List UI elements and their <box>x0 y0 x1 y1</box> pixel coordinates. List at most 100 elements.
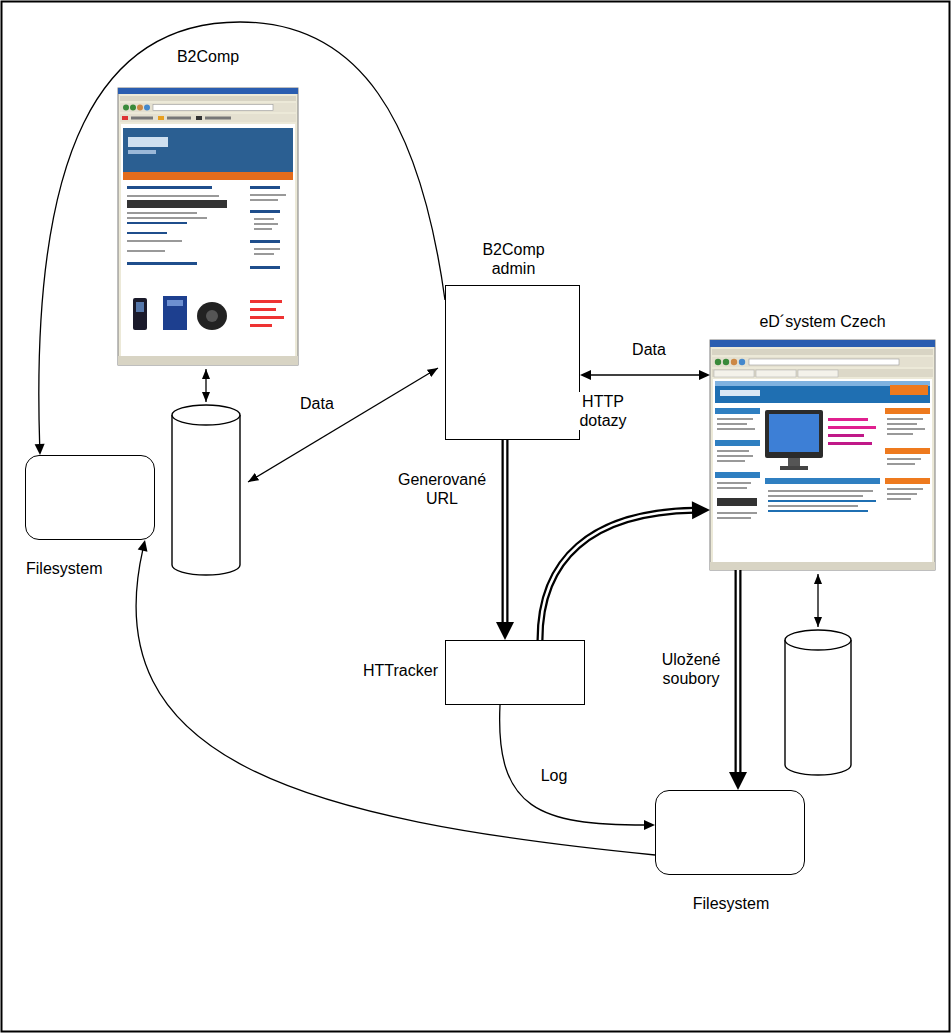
website-screenshot-part <box>130 105 136 111</box>
website-screenshot-part <box>128 150 156 154</box>
arrow-head <box>580 370 591 380</box>
website-screenshot-part <box>250 266 280 269</box>
annotation-label: Data <box>298 394 336 413</box>
website-screenshot-part <box>717 512 757 514</box>
website-screenshot-part <box>121 124 295 356</box>
website-screenshot-part <box>713 379 932 562</box>
website-screenshot-part <box>887 418 923 420</box>
website-screenshot-part <box>254 223 278 225</box>
website-screenshot-part <box>197 302 227 330</box>
website-screenshot-part <box>120 103 296 112</box>
website-screenshot-part <box>250 210 280 213</box>
website-screenshot-part <box>828 434 864 437</box>
node-label: eD´system Czech <box>710 312 935 331</box>
website-screenshot-part <box>887 428 925 430</box>
website-screenshot-part <box>712 369 933 377</box>
website-screenshot-part <box>723 359 729 365</box>
website-screenshot-part <box>254 248 280 250</box>
edge-label: Generované URL <box>390 470 494 508</box>
website-screenshot-part <box>717 487 747 489</box>
website-screenshot-part <box>890 385 928 395</box>
website-screenshot: B2Comp <box>118 88 298 365</box>
node-label: Filesystem <box>26 559 102 578</box>
website-screenshot-part <box>127 195 219 197</box>
database-cylinder-part <box>785 640 851 775</box>
website-screenshot-part <box>765 410 823 458</box>
connector <box>500 705 655 830</box>
website-screenshot <box>710 340 935 570</box>
website-screenshot-part <box>127 250 165 252</box>
website-screenshot-part <box>127 232 167 234</box>
website-screenshot-part <box>167 300 183 306</box>
connector-line <box>500 705 646 825</box>
website-screenshot-part <box>768 495 863 497</box>
website-screenshot-part <box>731 359 737 365</box>
website-screenshot-part <box>828 418 868 421</box>
website-screenshot-part <box>131 117 153 120</box>
database-cylinder-part <box>785 630 851 650</box>
data-arrow <box>248 368 438 482</box>
website-screenshot-part <box>144 105 150 111</box>
website-screenshot-part <box>768 505 858 507</box>
website-screenshot-part <box>768 500 876 502</box>
website-screenshot-part <box>206 310 218 322</box>
website-screenshot-part <box>127 217 207 219</box>
connector <box>35 22 445 455</box>
website-screenshot-part <box>137 105 143 111</box>
website-screenshot-part <box>127 240 182 242</box>
filesystem-box: Filesystem <box>25 455 155 540</box>
website-screenshot-part <box>153 105 273 111</box>
connector-line <box>502 440 509 625</box>
node-label: HTTracker <box>363 661 438 680</box>
website-screenshot-part <box>798 370 838 377</box>
data-arrow <box>205 369 206 402</box>
website-screenshot-part <box>887 463 915 465</box>
website-screenshot-part <box>720 390 760 396</box>
website-screenshot-part <box>887 423 917 425</box>
connector <box>580 370 710 380</box>
connector-line <box>136 549 655 855</box>
website-screenshot-part <box>205 117 231 120</box>
website-screenshot <box>118 88 298 365</box>
arrow-head <box>729 772 747 790</box>
connector <box>496 440 514 640</box>
website-screenshot-part <box>756 370 796 377</box>
website-screenshot-part <box>128 137 168 147</box>
website-screenshot-part <box>250 316 284 319</box>
website-screenshot-part <box>127 200 227 208</box>
website-screenshot-part <box>710 562 935 570</box>
website-screenshot-part <box>118 88 298 94</box>
database-cylinder-part <box>172 405 240 425</box>
arrow-head <box>644 820 655 830</box>
connector-line-inner <box>504 440 507 625</box>
connector-line <box>589 374 700 375</box>
database-cylinder <box>172 405 240 575</box>
website-screenshot-part <box>710 340 935 347</box>
node-label: Filesystem <box>656 894 806 913</box>
website-screenshot-part <box>127 212 197 214</box>
website-screenshot-part <box>887 458 921 460</box>
arrow-head <box>496 622 514 640</box>
website-screenshot-part <box>250 199 278 201</box>
website-screenshot-part <box>250 324 272 327</box>
data-arrow <box>817 574 818 627</box>
connector-line <box>540 510 695 640</box>
website-screenshot-part <box>768 510 868 512</box>
website-screenshot-part <box>715 408 760 414</box>
website-screenshot-part <box>828 426 876 429</box>
website-screenshot-part <box>715 472 760 478</box>
website-screenshot-part <box>885 478 930 484</box>
connector <box>136 540 655 855</box>
website-screenshot-part <box>250 186 280 189</box>
website-screenshot-part <box>715 440 760 446</box>
node-label: B2Comp <box>118 47 298 66</box>
website-screenshot-part <box>887 498 911 500</box>
website-screenshot-part <box>120 96 296 101</box>
website-screenshot-part <box>717 418 753 420</box>
website-screenshot-part <box>250 308 276 311</box>
website-screenshot-part <box>714 370 754 377</box>
website-screenshot-part <box>167 117 191 120</box>
website-screenshot-part <box>118 88 298 365</box>
process-box: B2Comp admin <box>445 285 580 440</box>
website-screenshot-part <box>715 359 721 365</box>
